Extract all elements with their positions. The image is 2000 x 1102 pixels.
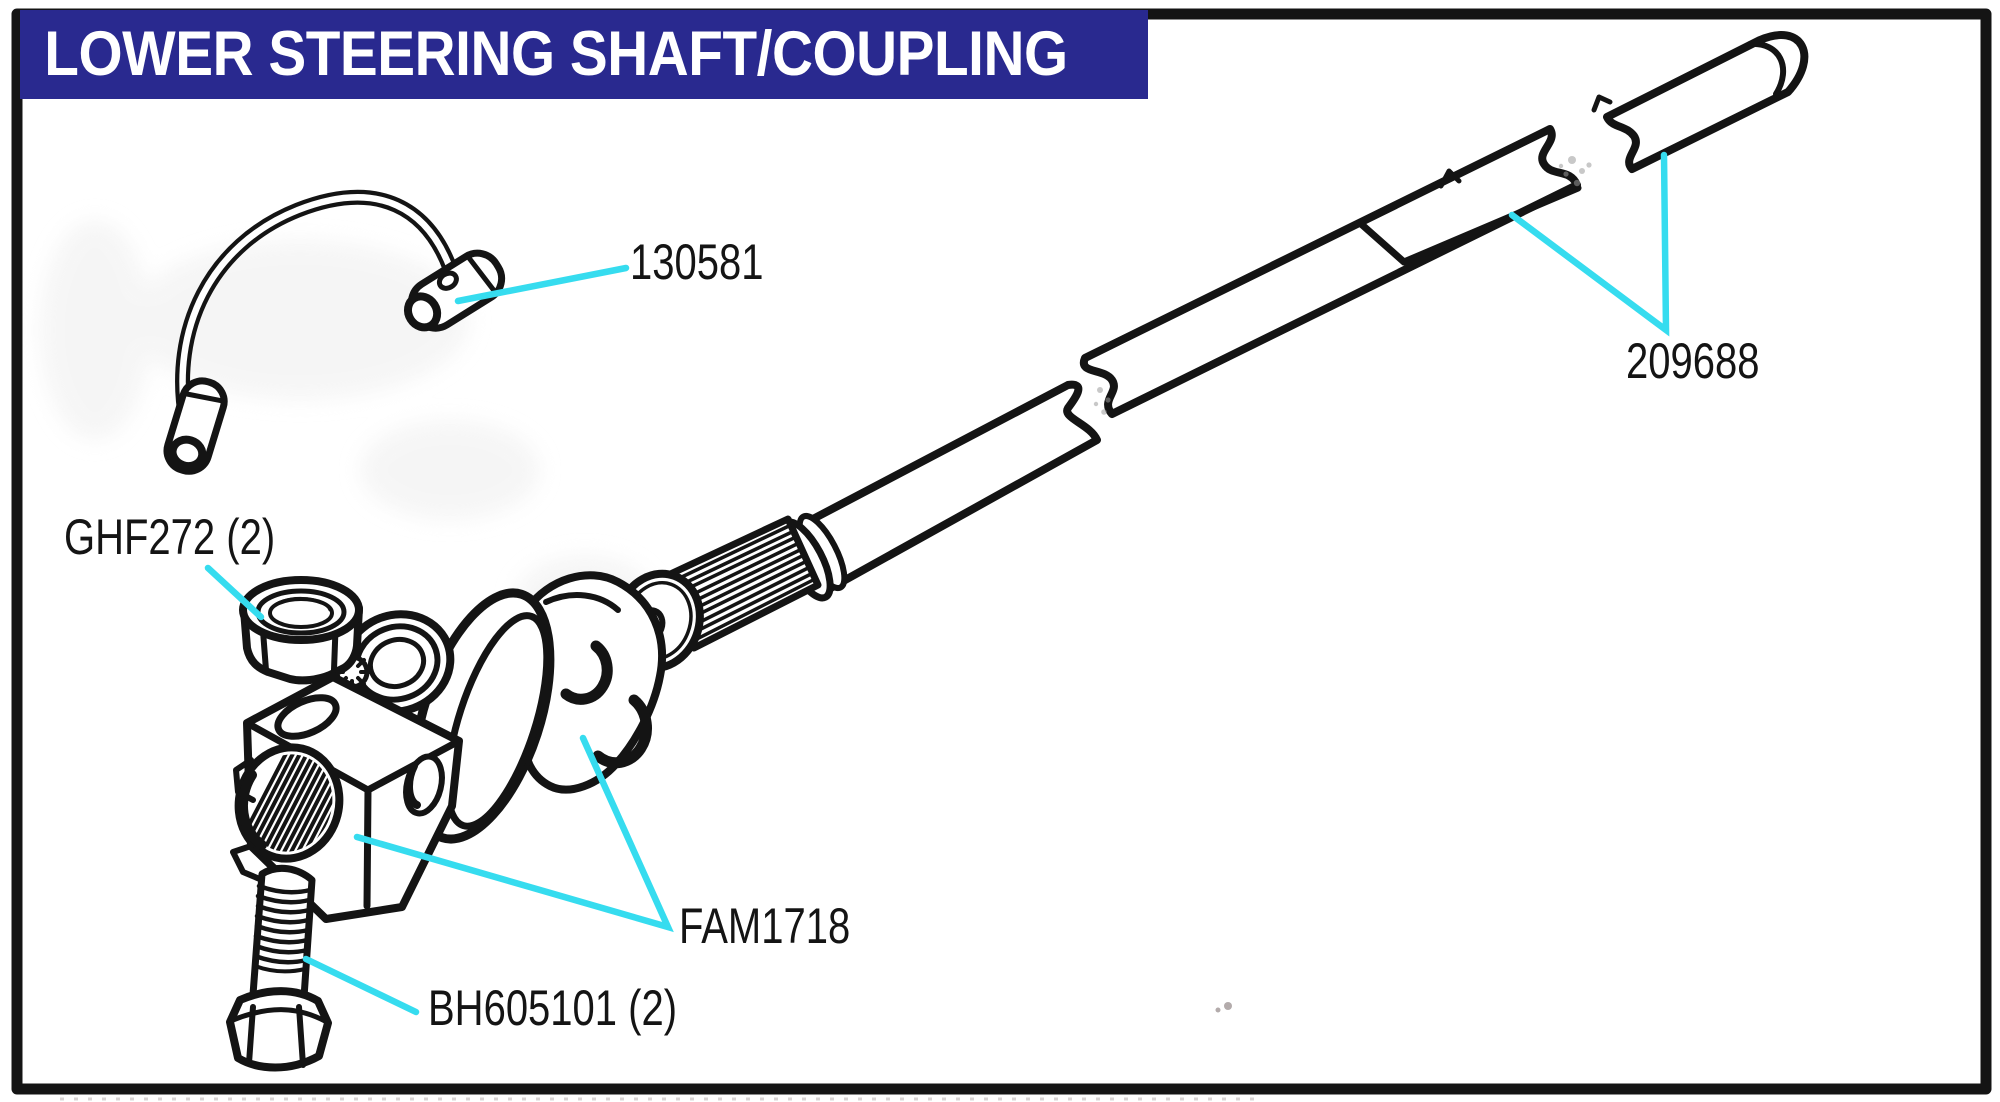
frame-border: [11, 8, 1992, 1095]
lower-shaft-drawing: [612, 380, 1101, 673]
leader-line-209688: [1508, 151, 1670, 337]
coupling-drawing: [230, 571, 667, 923]
title-banner: LOWER STEERING SHAFT/COUPLING: [20, 10, 1148, 99]
leader-line-130581: [454, 264, 630, 305]
ground-strap-drawing: [163, 189, 506, 475]
spline-hatching: [665, 523, 817, 644]
scan-speck: [1224, 1002, 1232, 1010]
break-stipple: [1093, 156, 1592, 415]
part-label-bh605101: BH605101 (2): [428, 980, 678, 1036]
leader-lines: [204, 151, 1670, 1016]
pinch-bolt-drawing: [226, 864, 332, 1072]
nyloc-nut-drawing: [239, 576, 363, 685]
upper-shaft-drawing: [1079, 31, 1809, 418]
leader-line-ghf272: [204, 564, 265, 621]
page-title: LOWER STEERING SHAFT/COUPLING: [44, 19, 1068, 89]
part-label-130581: 130581: [630, 234, 764, 290]
scan-speck: [1215, 1007, 1221, 1013]
bolt-threads: [252, 883, 313, 965]
leader-line-bh605101: [302, 955, 420, 1016]
part-label-fam1718: FAM1718: [679, 898, 851, 954]
leader-line-fam1718: [353, 734, 674, 933]
part-label-ghf272: GHF272 (2): [64, 509, 276, 565]
part-label-209688: 209688: [1626, 333, 1760, 389]
